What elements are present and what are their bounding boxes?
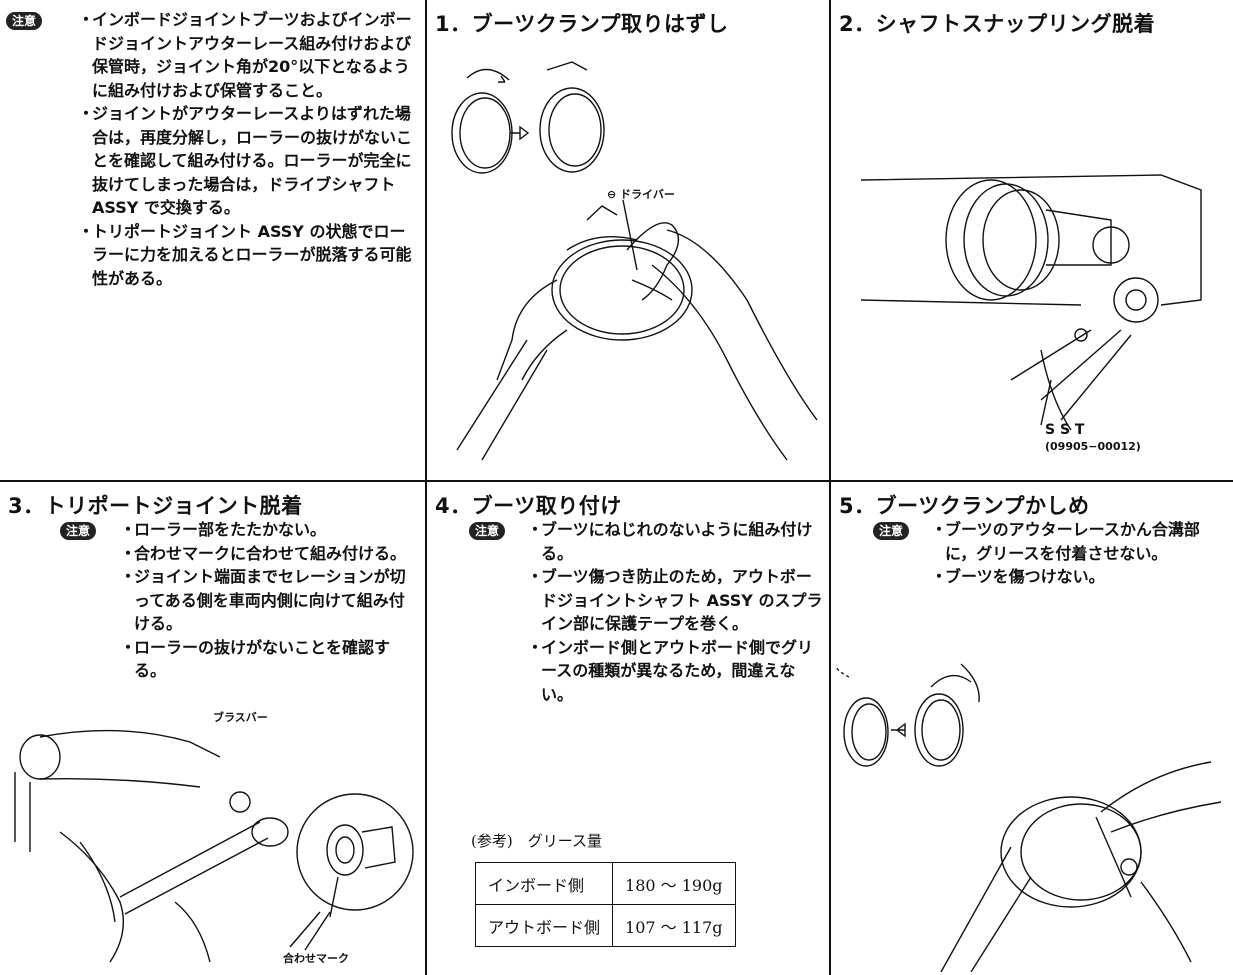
caution-badge: 注意 xyxy=(6,11,43,30)
table-row: アウトボード側 107 〜 117g xyxy=(474,904,736,947)
divider xyxy=(829,0,831,975)
snap-ring-illustration xyxy=(860,174,1202,431)
caution-badge: 注意 xyxy=(60,521,97,540)
note-text: インボードジョイントブーツおよびインボードジョイントアウターレース組み付けおよび… xyxy=(92,10,412,100)
divider xyxy=(425,0,427,975)
step-title: 5．ブーツクランプかしめ xyxy=(839,494,1090,518)
note-text: ローラー部をたたかない。 xyxy=(134,520,327,539)
table-cell-side: インボード側 xyxy=(474,862,614,905)
screwdriver-label: ⊖ ドライバー xyxy=(607,188,675,201)
table-cell-amount: 107 〜 117g xyxy=(612,904,736,947)
boot-clamp-crimp-illustration xyxy=(835,663,1222,972)
note-text: ブーツのアウターレースかん合溝部に，グリースを付着させない。 xyxy=(945,520,1200,563)
note-text: ブーツを傷つけない。 xyxy=(945,567,1105,586)
caution-notes: 注意 ・インボードジョイントブーツおよびインボードジョイントアウターレース組み付… xyxy=(6,8,416,290)
sst-label: S S T xyxy=(1045,422,1085,438)
note-text: ジョイント端面までセレーションが切ってある側を車両内側に向けて組み付ける。 xyxy=(134,567,406,633)
sst-code: (09905−00012) xyxy=(1045,440,1141,453)
caution-badge: 注意 xyxy=(469,521,506,540)
divider xyxy=(0,480,1233,482)
note-text: ローラーの抜けがないことを確認する。 xyxy=(134,637,391,681)
note-text: ジョイントがアウターレースよりはずれた場合は，再度分解し，ローラーの抜けがないこ… xyxy=(92,104,413,217)
boot-clamp-removal-illustration xyxy=(451,61,818,461)
step-title: 1．ブーツクランプ取りはずし xyxy=(435,12,729,36)
match-mark-label: 合わせマーク xyxy=(283,952,349,965)
step-notes: 注意 ・ローラー部をたたかない。 ・合わせマークに合わせて組み付ける。 ・ジョイ… xyxy=(60,518,420,683)
table-row: インボード側 180 〜 190g xyxy=(474,862,736,905)
grease-table: インボード側 180 〜 190g アウトボード側 107 〜 117g xyxy=(474,862,736,947)
panel-step-3: 3．トリポートジョイント脱着 注意 ・ローラー部をたたかない。 ・合わせマークに… xyxy=(0,482,425,975)
grease-reference-label: (参考) グリース量 xyxy=(471,832,602,850)
step-title: 3．トリポートジョイント脱着 xyxy=(8,494,303,518)
caution-badge: 注意 xyxy=(873,521,910,540)
step-notes: 注意 ・ブーツのアウターレースかん合溝部に，グリースを付着させない。 ・ブーツを… xyxy=(873,518,1229,589)
note-text: トリポートジョイント ASSY の状態でローラーに力を加えるとローラーが脱落する… xyxy=(92,221,412,288)
panel-caution: 注意 ・インボードジョイントブーツおよびインボードジョイントアウターレース組み付… xyxy=(0,0,425,480)
table-cell-amount: 180 〜 190g xyxy=(612,862,736,905)
step-notes: 注意 ・ブーツにねじれのないように組み付ける。 ・ブーツ傷つき防止のため，アウト… xyxy=(469,518,825,706)
table-cell-side: アウトボード側 xyxy=(474,904,614,947)
brass-bar-label: ブラスバー xyxy=(213,711,268,724)
panel-step-1: 1．ブーツクランプ取りはずし ⊖ ドライバー xyxy=(427,0,829,480)
note-text: ブーツ傷つき防止のため，アウトボードジョイントシャフト ASSY のスプライン部… xyxy=(541,567,823,633)
note-text: インボード側とアウトボード側でグリースの種類が異なるため，間違えない。 xyxy=(541,637,814,704)
tripod-joint-illustration xyxy=(14,729,414,963)
step-title: 2．シャフトスナップリング脱着 xyxy=(839,12,1156,36)
panel-step-2: 2．シャフトスナップリング脱着 S S T (09905−00012) xyxy=(831,0,1233,480)
panel-step-4: 4．ブーツ取り付け 注意 ・ブーツにねじれのないように組み付ける。 ・ブーツ傷つ… xyxy=(427,482,829,975)
note-text: ブーツにねじれのないように組み付ける。 xyxy=(541,520,813,563)
step-title: 4．ブーツ取り付け xyxy=(435,494,622,518)
note-text: 合わせマークに合わせて組み付ける。 xyxy=(134,543,407,563)
panel-step-5: 5．ブーツクランプかしめ 注意 ・ブーツのアウターレースかん合溝部に，グリースを… xyxy=(831,482,1233,975)
